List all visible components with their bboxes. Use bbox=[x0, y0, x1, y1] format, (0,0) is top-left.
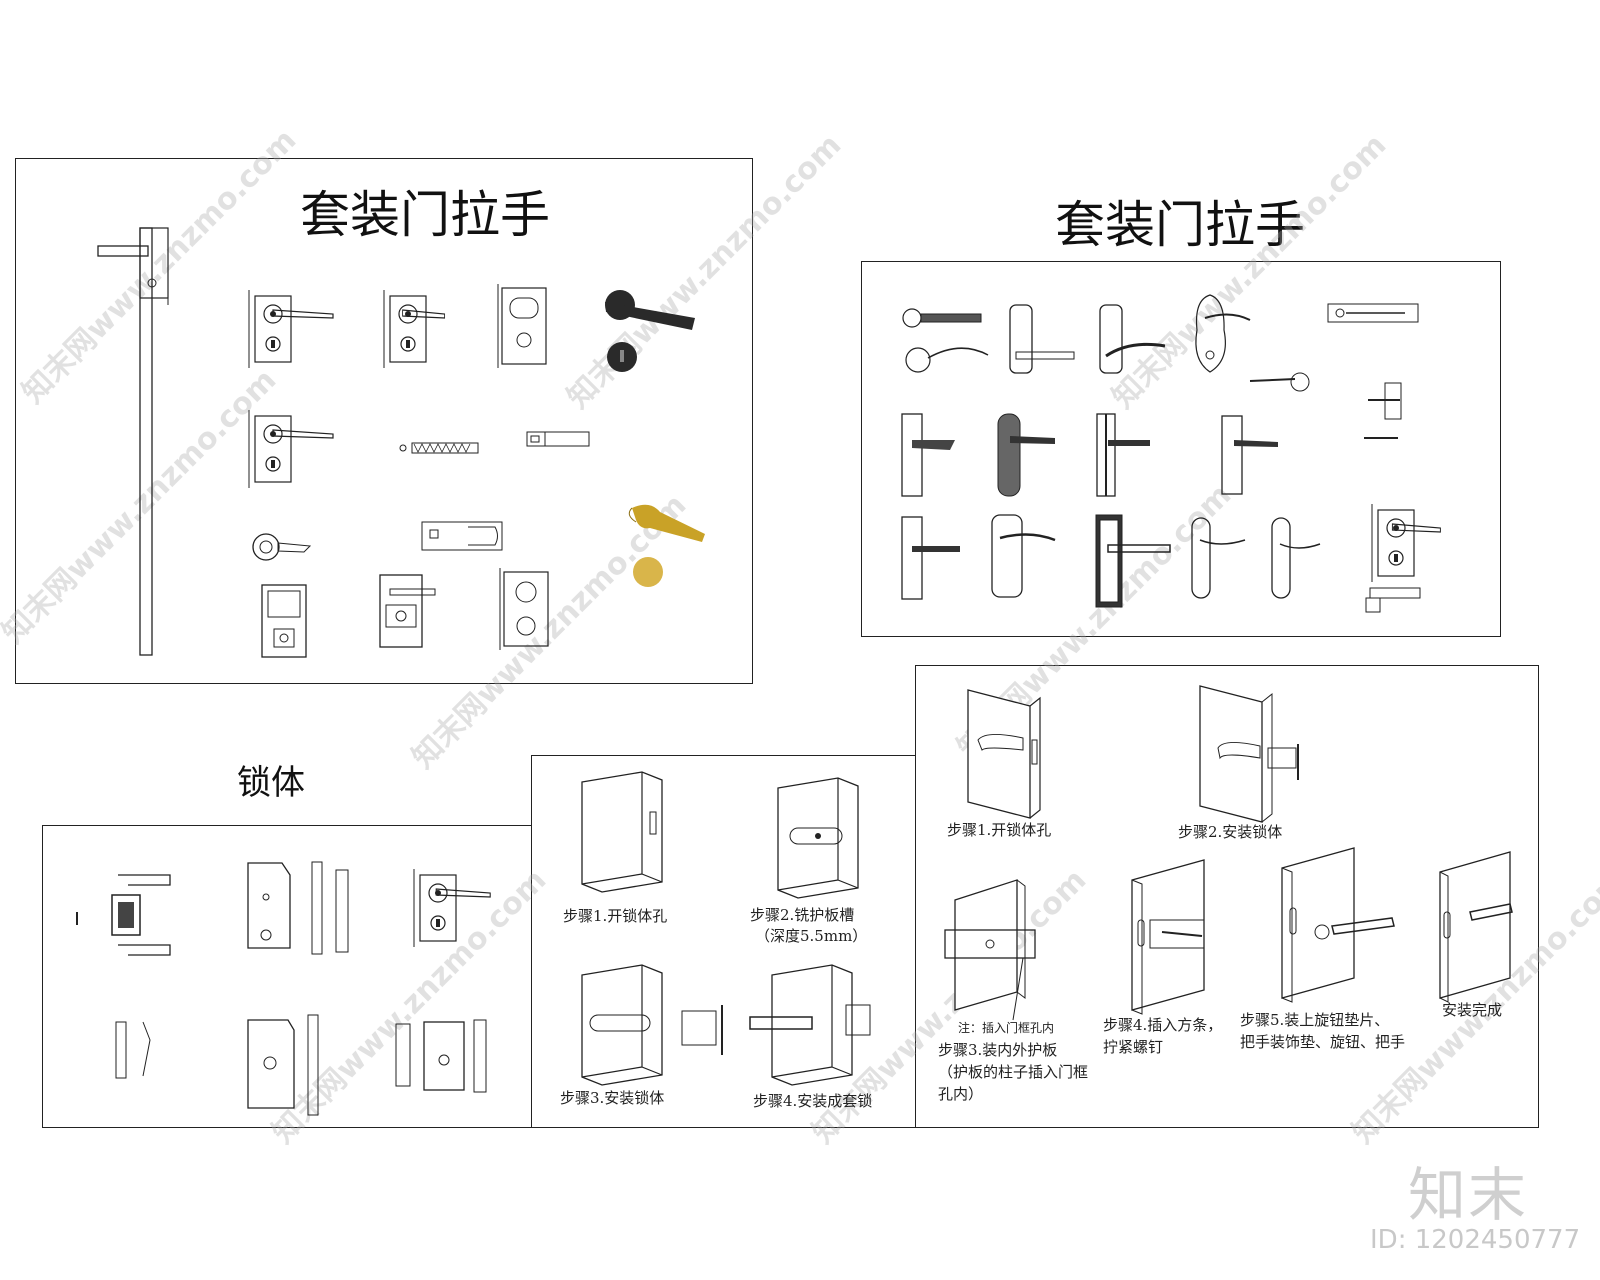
install-a-door-2 bbox=[777, 777, 859, 899]
mortise-lock-2 bbox=[247, 1014, 319, 1116]
install-b-step3-line3: 孔内） bbox=[938, 1085, 984, 1103]
long-pull-handle bbox=[97, 227, 169, 656]
install-b-step5-line2: 把手装饰垫、旋钮、把手 bbox=[1240, 1033, 1406, 1051]
install-a-step2-caption: 步骤2.铣护板槽 bbox=[750, 906, 855, 924]
panel-lock-body-title: 锁体 bbox=[237, 763, 305, 803]
lock-set-3 bbox=[497, 284, 547, 368]
install-b-door-2 bbox=[1199, 685, 1299, 823]
round-knob bbox=[252, 533, 312, 561]
install-b-door-5 bbox=[1281, 847, 1395, 1003]
flat-bolt bbox=[526, 431, 590, 447]
install-b-step4-line1: 步骤4.插入方条， bbox=[1103, 1016, 1223, 1034]
install-a-step2-note: （深度5.5mm） bbox=[755, 927, 868, 945]
install-b-step4-line2: 拧紧螺钉 bbox=[1103, 1038, 1164, 1056]
install-a-step4-caption: 步骤4.安装成套锁 bbox=[753, 1092, 873, 1110]
install-b-step1-caption: 步骤1.开锁体孔 bbox=[947, 821, 1052, 839]
ornate-plate bbox=[1195, 294, 1251, 373]
latch-bolt bbox=[399, 442, 479, 454]
install-a-door-1 bbox=[581, 771, 663, 893]
brand-logo: 知末 bbox=[1408, 1161, 1529, 1229]
install-a-door-3 bbox=[581, 964, 723, 1086]
rose-lever-pair bbox=[902, 308, 989, 373]
mortise-lock-3 bbox=[395, 1019, 487, 1093]
lock-set-2 bbox=[383, 289, 446, 369]
install-b-door-6 bbox=[1439, 851, 1513, 1003]
panel-handles-right-title: 套装门拉手 bbox=[1055, 196, 1305, 254]
plate-lever-2 bbox=[1099, 304, 1166, 374]
install-b-step5-line1: 步骤5.装上旋钮垫片、 bbox=[1240, 1011, 1390, 1029]
install-b-step2-caption: 步骤2.安装锁体 bbox=[1178, 823, 1283, 841]
lock-set-1 bbox=[248, 289, 334, 369]
install-a-door-4 bbox=[749, 964, 871, 1086]
lock-set-body bbox=[413, 868, 491, 948]
install-b-door-4 bbox=[1131, 859, 1205, 1015]
small-rose-lever bbox=[1249, 372, 1310, 392]
mortise-lock-1 bbox=[247, 861, 349, 955]
sliding-bolt bbox=[421, 521, 503, 551]
long-plate-row2 bbox=[901, 413, 1278, 497]
flat-bolt-2 bbox=[1327, 303, 1419, 323]
gold-handle bbox=[628, 504, 705, 587]
lock-set-7 bbox=[499, 568, 549, 650]
lock-body-handle-pair bbox=[76, 874, 171, 956]
brand-id: ID: 1202450777 bbox=[1370, 1225, 1581, 1255]
install-b-note: 注：插入门框孔内 bbox=[958, 1021, 1055, 1035]
install-b-done-caption: 安装完成 bbox=[1442, 1001, 1503, 1019]
panel-handles-right bbox=[861, 261, 1501, 637]
l-lever bbox=[1365, 587, 1421, 613]
small-lever-set bbox=[1364, 382, 1402, 439]
dark-handle bbox=[605, 290, 695, 372]
strike-plate-pair bbox=[115, 1021, 151, 1079]
install-b-door-3 bbox=[944, 879, 1036, 1021]
install-b-door-1 bbox=[967, 689, 1041, 819]
install-b-step3-line1: 步骤3.装内外护板 bbox=[938, 1041, 1058, 1059]
lock-set-6 bbox=[379, 574, 436, 648]
install-b-step3-line2: （护板的柱子插入门框 bbox=[938, 1063, 1089, 1081]
lock-set-right bbox=[1371, 503, 1442, 583]
long-plate-row3 bbox=[901, 514, 1321, 608]
plate-lever-1 bbox=[1009, 304, 1075, 374]
install-a-step3-caption: 步骤3.安装锁体 bbox=[560, 1089, 665, 1107]
lock-set-4 bbox=[248, 409, 334, 489]
install-a-step1-caption: 步骤1.开锁体孔 bbox=[563, 907, 668, 925]
panel-handles-left-title: 套装门拉手 bbox=[300, 186, 550, 244]
lock-set-5 bbox=[261, 584, 307, 658]
